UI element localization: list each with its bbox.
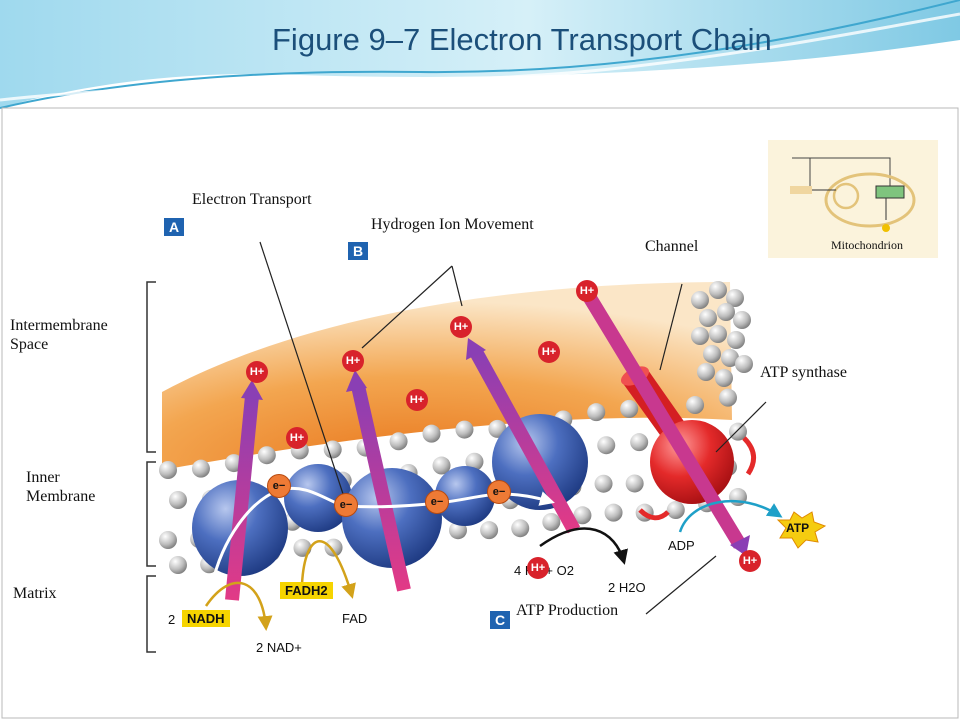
lipid-head bbox=[389, 432, 408, 451]
lipid-head bbox=[159, 461, 177, 479]
lipid-head bbox=[697, 363, 715, 381]
lipid-head bbox=[169, 556, 187, 574]
lipid-head bbox=[703, 345, 721, 363]
hydrogen-ion: H+ bbox=[286, 427, 308, 449]
step-badge-c: C bbox=[490, 611, 510, 629]
hydrogen-ion: H+ bbox=[538, 341, 560, 363]
lipid-head bbox=[465, 452, 484, 471]
fad-label: FAD bbox=[342, 611, 368, 626]
lipid-head bbox=[169, 491, 187, 509]
intermembrane-space bbox=[162, 282, 732, 470]
lipid-head bbox=[293, 538, 312, 557]
lipid-head bbox=[727, 331, 745, 349]
electron: e− bbox=[334, 493, 358, 517]
page-title: Figure 9–7 Electron Transport Chain bbox=[272, 22, 772, 57]
leader-lines bbox=[259, 241, 767, 615]
label-hydrogen-ion-movement: Hydrogen Ion Movement bbox=[371, 216, 534, 233]
lipid-head bbox=[257, 446, 276, 465]
label-matrix: Matrix bbox=[13, 585, 57, 602]
lipid-head bbox=[324, 538, 343, 557]
electron: e− bbox=[425, 490, 449, 514]
label-electron-transport: Electron Transport bbox=[192, 191, 312, 208]
adp-label: ADP bbox=[668, 538, 695, 553]
slide-frame bbox=[1, 107, 959, 719]
lipid-head bbox=[542, 512, 561, 531]
label-atp-production: ATP Production bbox=[516, 602, 619, 619]
electron: e− bbox=[487, 480, 511, 504]
lipid-head bbox=[480, 521, 499, 540]
lipid-head bbox=[511, 519, 530, 538]
lipid-head bbox=[625, 474, 644, 493]
step-badge-b: B bbox=[348, 242, 368, 260]
nadh-coefficient: 2 bbox=[168, 612, 176, 627]
hydrogen-ion: H+ bbox=[246, 361, 268, 383]
cofactor-arrows bbox=[204, 499, 783, 631]
hydrogen-ion: H+ bbox=[406, 389, 428, 411]
lipid-head bbox=[729, 422, 747, 441]
region-brackets bbox=[146, 281, 156, 653]
lipid-head bbox=[573, 506, 592, 525]
hydrogen-ion: H+ bbox=[576, 280, 598, 302]
lipid-head bbox=[699, 309, 717, 327]
step-badge-a: A bbox=[164, 218, 184, 236]
lipid-head bbox=[691, 291, 709, 309]
lipid-head bbox=[735, 355, 753, 373]
lipid-head bbox=[721, 349, 739, 367]
lipid-head bbox=[455, 420, 474, 439]
nad-plus-label: 2 NAD+ bbox=[256, 640, 302, 655]
nadh-label: NADH bbox=[182, 610, 230, 627]
lipid-head bbox=[719, 388, 737, 407]
water-label: 2 H2O bbox=[608, 580, 646, 595]
lipid-head bbox=[717, 303, 735, 321]
lipid-head bbox=[604, 503, 623, 522]
atp-label: ATP bbox=[786, 521, 810, 535]
lipid-head bbox=[666, 501, 685, 520]
lipid-head bbox=[726, 289, 744, 307]
lipid-head bbox=[432, 456, 451, 475]
label-intermembrane-space: Intermembrane Space bbox=[10, 317, 108, 353]
lipid-head bbox=[159, 531, 177, 549]
label-atp-synthase: ATP synthase bbox=[760, 364, 847, 381]
lipid-head bbox=[709, 281, 727, 299]
hydrogen-ion: H+ bbox=[739, 550, 761, 572]
lipid-head bbox=[323, 440, 342, 459]
hydrogen-ion: H+ bbox=[342, 350, 364, 372]
fadh2-label: FADH2 bbox=[280, 582, 333, 599]
label-mitochondrion: Mitochondrion bbox=[831, 238, 903, 252]
lipid-head bbox=[587, 403, 606, 422]
electron: e− bbox=[267, 474, 291, 498]
lipid-head bbox=[686, 396, 705, 415]
atp-star bbox=[776, 511, 827, 549]
label-channel: Channel bbox=[645, 238, 699, 255]
lipid-head bbox=[691, 327, 709, 345]
lipid-head bbox=[620, 399, 639, 418]
lipid-head bbox=[594, 474, 613, 493]
label-inner-membrane: Inner Membrane bbox=[26, 469, 96, 505]
hydrogen-ion: H+ bbox=[450, 316, 472, 338]
lipid-head bbox=[191, 459, 210, 478]
lipid-head bbox=[715, 369, 733, 387]
lipid-head bbox=[733, 311, 751, 329]
lipid-head bbox=[709, 325, 727, 343]
mitochondrion-inset bbox=[768, 140, 938, 258]
lipid-head bbox=[630, 433, 649, 452]
header-swoosh bbox=[0, 0, 960, 109]
hydrogen-ion: H+ bbox=[527, 557, 549, 579]
lipid-head bbox=[597, 436, 616, 455]
lipid-head bbox=[422, 424, 441, 443]
